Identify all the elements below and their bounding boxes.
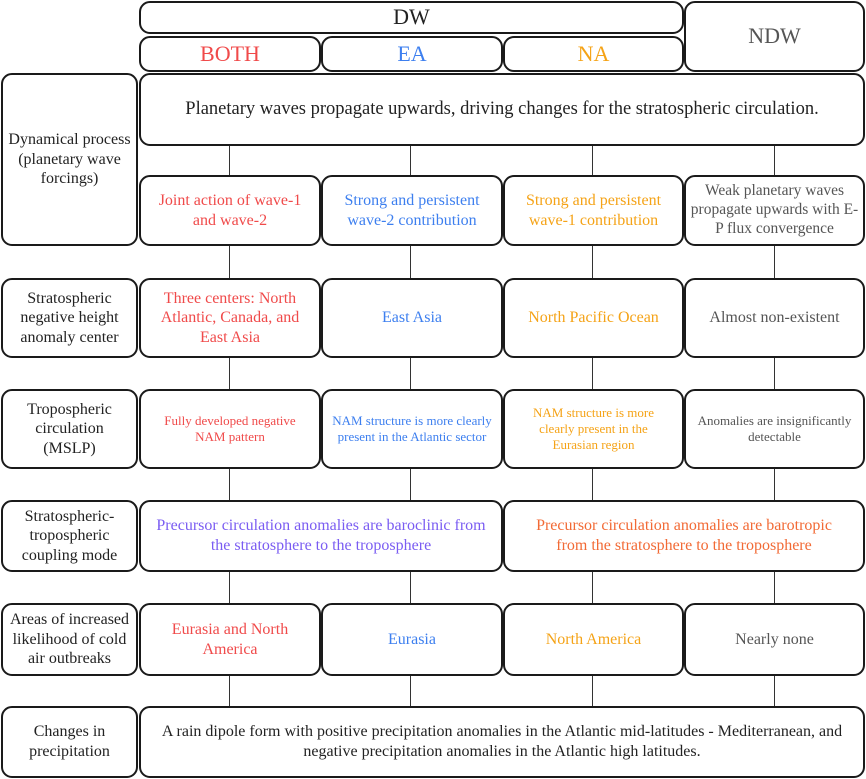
cell-ea-tropospheric: NAM structure is more clearly present in… bbox=[321, 389, 503, 469]
row-label-coupling-mode: Stratospheric-tropospheric coupling mode bbox=[1, 500, 138, 572]
cell-both-cold-air: Eurasia and North America bbox=[139, 603, 321, 676]
cell-text: Three centers: North Atlantic, Canada, a… bbox=[160, 289, 300, 346]
cell-text: Eurasia bbox=[388, 630, 436, 648]
cell-text: North Pacific Ocean bbox=[528, 309, 659, 327]
cell-ea-cold-air: Eurasia bbox=[321, 603, 503, 676]
cell-text: Weak planetary waves propagate upwards w… bbox=[690, 182, 859, 237]
header-ndw-label: NDW bbox=[748, 23, 801, 49]
cell-na-tropospheric: NAM structure is more clearly present in… bbox=[503, 389, 684, 469]
cell-na-cold-air: North America bbox=[503, 603, 684, 676]
row-label-text: Stratospheric-tropospheric coupling mode bbox=[21, 507, 118, 564]
row-label-text: Stratospheric negative height anomaly ce… bbox=[20, 289, 119, 346]
cell-all-precipitation: A rain dipole form with positive precipi… bbox=[139, 706, 865, 778]
row-label-precipitation: Changes in precipitation bbox=[1, 706, 138, 778]
cell-text: NAM structure is more clearly present in… bbox=[533, 405, 654, 452]
cell-text: Nearly none bbox=[735, 630, 814, 648]
row-label-text: Areas of increased likelihood of cold ai… bbox=[9, 611, 130, 668]
summary-text: Planetary waves propagate upwards, drivi… bbox=[185, 99, 819, 120]
header-ndw: NDW bbox=[684, 1, 865, 72]
cell-na-height-anomaly: North Pacific Ocean bbox=[503, 278, 684, 358]
cell-text: Eurasia and North America bbox=[171, 620, 289, 658]
row-label-height-anomaly: Stratospheric negative height anomaly ce… bbox=[1, 278, 138, 358]
cell-ndw-cold-air: Nearly none bbox=[684, 603, 865, 676]
header-na: NA bbox=[503, 36, 684, 72]
header-both-label: BOTH bbox=[200, 40, 260, 66]
header-dw-label: DW bbox=[393, 4, 430, 30]
header-na-label: NA bbox=[577, 40, 610, 66]
cell-text: North America bbox=[545, 630, 642, 648]
cell-both-ea-coupling: Precursor circulation anomalies are baro… bbox=[139, 500, 503, 572]
cell-both-tropospheric: Fully developed negative NAM pattern bbox=[139, 389, 321, 469]
cell-na-ndw-coupling: Precursor circulation anomalies are baro… bbox=[503, 500, 865, 572]
cell-text: Fully developed negative NAM pattern bbox=[164, 413, 296, 444]
cell-both-dynamical: Joint action of wave-1 and wave-2 bbox=[139, 175, 321, 246]
cell-ea-height-anomaly: East Asia bbox=[321, 278, 503, 358]
cell-text: A rain dipole form with positive precipi… bbox=[161, 723, 843, 760]
header-dw: DW bbox=[139, 1, 684, 34]
row-label-tropospheric-circulation: Tropospheric circulation (MSLP) bbox=[1, 389, 138, 469]
cell-both-height-anomaly: Three centers: North Atlantic, Canada, a… bbox=[139, 278, 321, 358]
cell-ndw-dynamical: Weak planetary waves propagate upwards w… bbox=[684, 175, 865, 246]
cell-na-dynamical: Strong and persistent wave-1 contributio… bbox=[503, 175, 684, 246]
cell-text: Strong and persistent wave-1 contributio… bbox=[525, 191, 662, 229]
header-ea-label: EA bbox=[397, 40, 427, 66]
cell-text: Anomalies are insignificantly detectable bbox=[697, 413, 852, 444]
cell-text: Almost non-existent bbox=[709, 309, 840, 327]
header-both: BOTH bbox=[139, 36, 321, 72]
row-label-dynamical-process: Dynamical process (planetary wave forcin… bbox=[1, 73, 138, 246]
row-label-text: Changes in precipitation bbox=[29, 723, 110, 760]
row-label-text: Dynamical process (planetary wave forcin… bbox=[8, 131, 131, 188]
cell-text: Precursor circulation anomalies are baro… bbox=[156, 517, 486, 554]
cell-text: NAM structure is more clearly present in… bbox=[332, 413, 492, 444]
cell-text: Strong and persistent wave-2 contributio… bbox=[344, 191, 480, 229]
cell-text: Joint action of wave-1 and wave-2 bbox=[158, 191, 302, 229]
cell-ea-dynamical: Strong and persistent wave-2 contributio… bbox=[321, 175, 503, 246]
cell-ndw-height-anomaly: Almost non-existent bbox=[684, 278, 865, 358]
row-label-cold-air-outbreaks: Areas of increased likelihood of cold ai… bbox=[1, 603, 138, 676]
cell-text: East Asia bbox=[382, 309, 442, 327]
cell-ndw-tropospheric: Anomalies are insignificantly detectable bbox=[684, 389, 865, 469]
header-ea: EA bbox=[321, 36, 503, 72]
summary-planetary-waves: Planetary waves propagate upwards, drivi… bbox=[139, 73, 865, 146]
row-label-text: Tropospheric circulation (MSLP) bbox=[27, 400, 112, 457]
cell-text: Precursor circulation anomalies are baro… bbox=[536, 517, 832, 554]
